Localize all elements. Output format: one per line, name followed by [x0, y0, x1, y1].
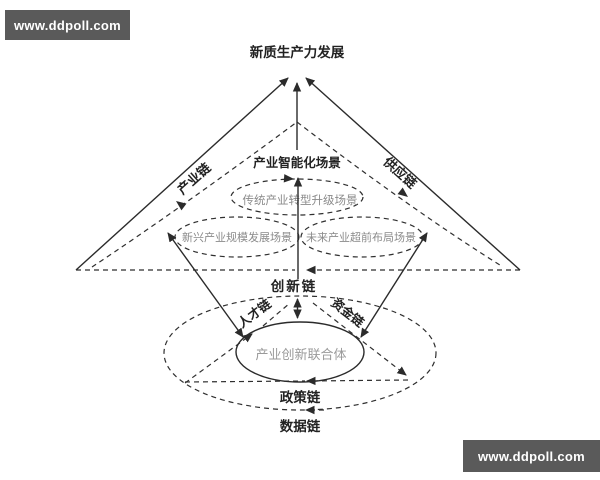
arrow-to-industry-chain-icon	[176, 201, 187, 211]
watermark-text: www.ddpoll.com	[478, 448, 585, 464]
consortium-label: 产业创新联合体	[255, 347, 346, 362]
watermark-bottom-right: www.ddpoll.com	[463, 440, 600, 472]
triangle-right-edge	[305, 77, 521, 271]
future-to-consortium-arrow	[360, 232, 428, 338]
data-chain-label: 数据链	[280, 418, 321, 434]
emerging-to-consortium-arrow	[167, 232, 244, 338]
diagram-title: 新质生产力发展	[250, 44, 345, 60]
industry-chain-label: 产业链	[174, 159, 214, 197]
traditional-scenario-label: 传统产业转型升级场景	[243, 193, 358, 207]
supply-chain-label: 供应链	[380, 153, 421, 192]
ecosystem-ellipse	[163, 295, 437, 411]
policy-chain-label: 政策链	[280, 389, 321, 405]
watermark-text: www.ddpoll.com	[14, 17, 121, 33]
ecosystem-chord-right	[306, 376, 409, 386]
talent-chain-line-upper	[262, 302, 291, 327]
watermark-top-left: www.ddpoll.com	[5, 10, 130, 40]
triangle-left-edge	[75, 77, 289, 271]
capital-chain-label: 资金链	[328, 295, 367, 330]
intelligent-scenario-label: 产业智能化场景	[253, 155, 341, 170]
arrow-to-supply-chain-icon	[397, 187, 408, 197]
consortium-ellipse	[235, 321, 365, 383]
traditional-ellipse-flow-arrow-icon	[283, 174, 294, 183]
emerging-scenario-label: 新兴产业规模发展场景	[182, 230, 292, 244]
talent-chain-line	[184, 333, 253, 384]
capital-chain-line	[312, 302, 407, 376]
traditional-scenario-ellipse	[230, 178, 364, 216]
scenario-boundary-right-slope	[296, 121, 504, 268]
innovation-chain-label: 创新链	[270, 278, 318, 294]
future-scenario-label: 未来产业超前布局场景	[306, 230, 416, 244]
